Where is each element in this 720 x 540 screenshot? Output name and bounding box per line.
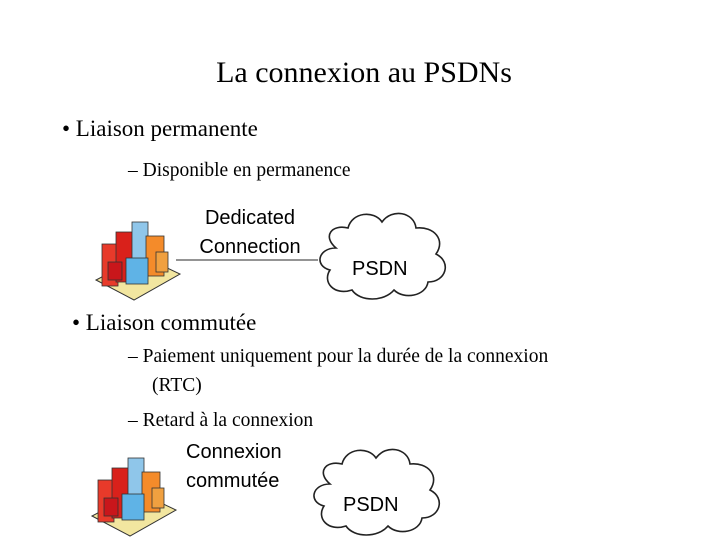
office-building-icon <box>90 457 178 537</box>
sub-bullet-always-available: – Disponible en permanence <box>128 160 351 181</box>
sub-bullet-pay-per-use-cont: (RTC) <box>152 375 202 396</box>
bullet-switched-link: • Liaison commutée <box>72 310 257 335</box>
dedicated-connection-label: Dedicated Connection <box>199 207 301 258</box>
network-cloud-icon <box>313 448 441 536</box>
office-building-icon <box>94 221 182 301</box>
network-cloud-icon <box>319 212 447 300</box>
switched-label-line2: commutée <box>186 470 280 492</box>
slide-title: La connexion au PSDNs <box>216 56 512 89</box>
switched-connection-label: Connexion commutée <box>186 438 282 496</box>
psdn-label-top: PSDN <box>352 258 408 280</box>
sub-bullet-pay-per-use: – Paiement uniquement pour la durée de l… <box>128 346 549 367</box>
switched-label-line1: Connexion <box>186 441 282 463</box>
sub-bullet-connection-delay: – Retard à la connexion <box>128 410 314 431</box>
psdn-label-bottom: PSDN <box>343 494 399 516</box>
bullet-permanent-link: • Liaison permanente <box>62 116 258 141</box>
